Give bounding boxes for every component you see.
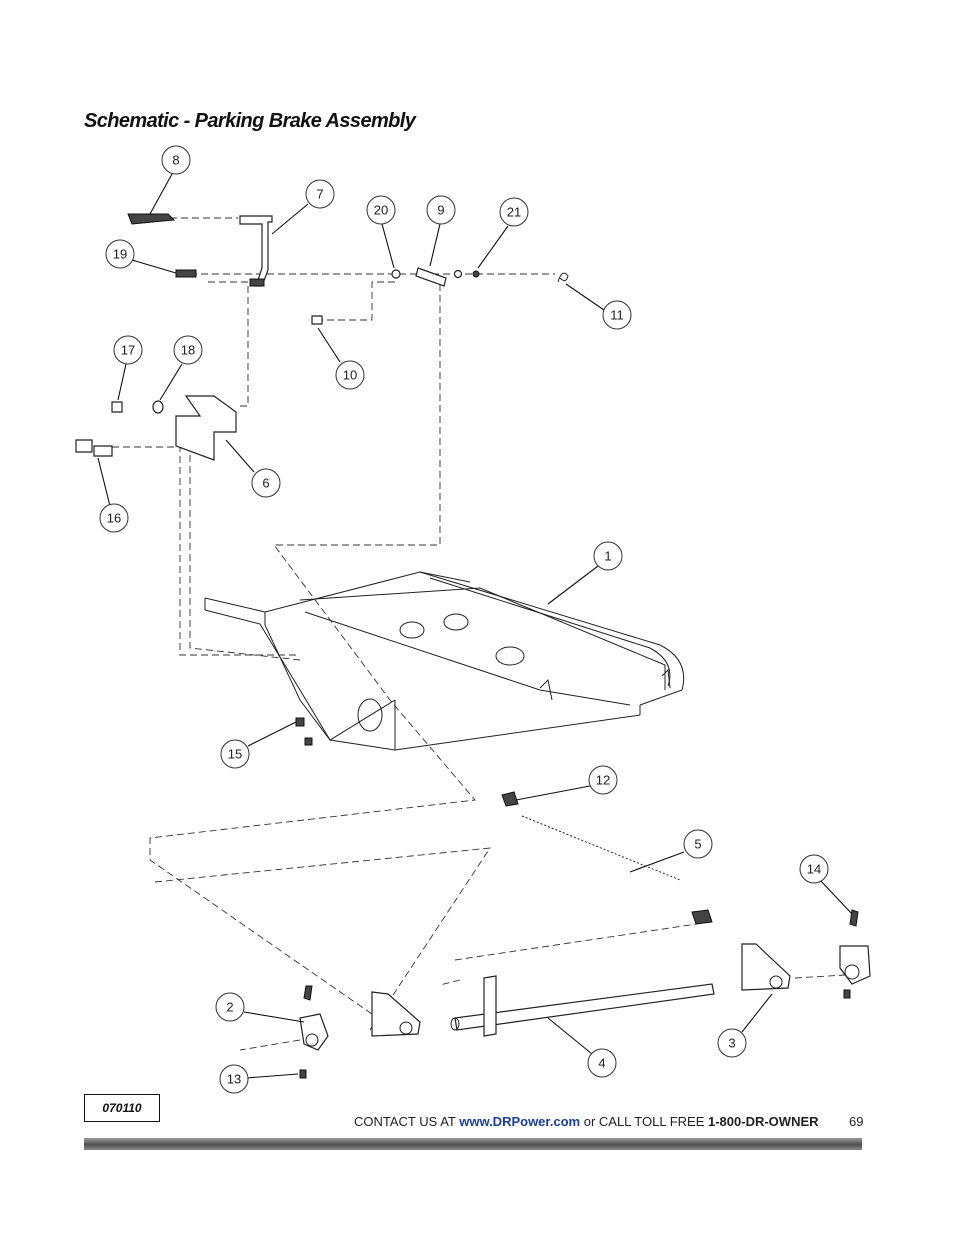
part-16-bolt-b xyxy=(93,445,113,457)
svg-text:6: 6 xyxy=(262,476,269,491)
svg-text:19: 19 xyxy=(113,247,127,262)
part-5-cable xyxy=(521,815,681,881)
part-11-pin xyxy=(557,272,569,283)
callout-20: 20 xyxy=(366,195,396,225)
part-7-bracket xyxy=(239,215,273,287)
page-title: Schematic - Parking Brake Assembly xyxy=(84,110,416,132)
callout-14: 14 xyxy=(799,854,829,884)
part-18-washer xyxy=(152,400,164,414)
part-2-lever xyxy=(299,1013,329,1051)
leader-lines xyxy=(97,173,853,1079)
part-screw-right xyxy=(843,989,851,999)
part-4-shaft xyxy=(454,983,715,1031)
svg-text:4: 4 xyxy=(598,1056,605,1071)
callout-8: 8 xyxy=(161,145,191,175)
part-16-bolt-a xyxy=(75,439,93,453)
part-1-frame xyxy=(204,571,685,751)
callout-6: 6 xyxy=(251,468,281,498)
callout-9: 9 xyxy=(426,195,456,225)
part-14-lever xyxy=(839,945,871,985)
svg-text:21: 21 xyxy=(507,205,521,220)
callout-5: 5 xyxy=(683,829,713,859)
part-screw-top xyxy=(303,985,313,1001)
callout-12: 12 xyxy=(588,765,618,795)
callout-19: 19 xyxy=(105,239,135,269)
callout-21: 21 xyxy=(499,197,529,227)
callout-7: 7 xyxy=(305,179,335,209)
footer-middle-text: or CALL TOLL FREE xyxy=(580,1114,708,1129)
part-6-bracket xyxy=(175,395,237,461)
part-19-bolt xyxy=(175,269,197,278)
callout-1: 1 xyxy=(593,541,623,571)
footer-website-link[interactable]: www.DRPower.com xyxy=(459,1114,581,1129)
callout-3: 3 xyxy=(717,1028,747,1058)
callout-10: 10 xyxy=(335,360,365,390)
svg-text:14: 14 xyxy=(807,862,821,877)
callout-17: 17 xyxy=(113,335,143,365)
callout-16: 16 xyxy=(99,503,129,533)
footer-phone: 1-800-DR-OWNER xyxy=(708,1114,819,1129)
part-21-washer xyxy=(453,269,463,279)
revision-code-box: 070110 xyxy=(84,1094,160,1122)
callout-4: 4 xyxy=(587,1048,617,1078)
svg-text:16: 16 xyxy=(107,511,121,526)
svg-text:20: 20 xyxy=(374,203,388,218)
part-21-nut xyxy=(472,270,480,278)
assembly-dashed-lines xyxy=(112,217,846,1051)
svg-text:15: 15 xyxy=(228,747,242,762)
svg-text:18: 18 xyxy=(181,343,195,358)
part-13-screw xyxy=(299,1069,307,1079)
footer-contact: CONTACT US AT www.DRPower.com or CALL TO… xyxy=(354,1114,819,1129)
part-17-nut xyxy=(111,401,123,413)
svg-text:1: 1 xyxy=(604,549,611,564)
callout-2: 2 xyxy=(215,992,245,1022)
part-4-arm xyxy=(483,975,497,1037)
callout-13: 13 xyxy=(219,1064,249,1094)
part-15-nut xyxy=(295,717,305,727)
svg-text:7: 7 xyxy=(316,187,323,202)
page-number: 69 xyxy=(849,1114,864,1129)
svg-text:13: 13 xyxy=(227,1072,241,1087)
part-12-clip xyxy=(501,791,519,807)
svg-text:3: 3 xyxy=(728,1036,735,1051)
part-3-plate xyxy=(741,943,791,991)
footer-bar xyxy=(84,1138,862,1150)
svg-text:2: 2 xyxy=(226,1000,233,1015)
svg-text:10: 10 xyxy=(343,368,357,383)
svg-text:5: 5 xyxy=(694,837,701,852)
revision-code: 070110 xyxy=(102,1101,142,1115)
part-10-bolt xyxy=(311,315,323,325)
part-plate-left xyxy=(371,991,421,1037)
svg-text:17: 17 xyxy=(121,343,135,358)
svg-text:12: 12 xyxy=(596,773,610,788)
part-20-washer xyxy=(391,269,401,279)
footer-contact-prefix: CONTACT US AT xyxy=(354,1114,460,1129)
callout-15: 15 xyxy=(220,739,250,769)
part-9-plate xyxy=(415,267,447,287)
callout-18: 18 xyxy=(173,335,203,365)
svg-text:8: 8 xyxy=(172,153,179,168)
part-15-nut-b xyxy=(304,737,313,746)
callout-11: 11 xyxy=(602,300,632,330)
part-end-clip xyxy=(691,909,713,925)
svg-text:11: 11 xyxy=(610,308,624,323)
part-8-pad xyxy=(127,213,176,225)
part-bolt-b xyxy=(249,278,265,287)
svg-text:9: 9 xyxy=(437,203,444,218)
